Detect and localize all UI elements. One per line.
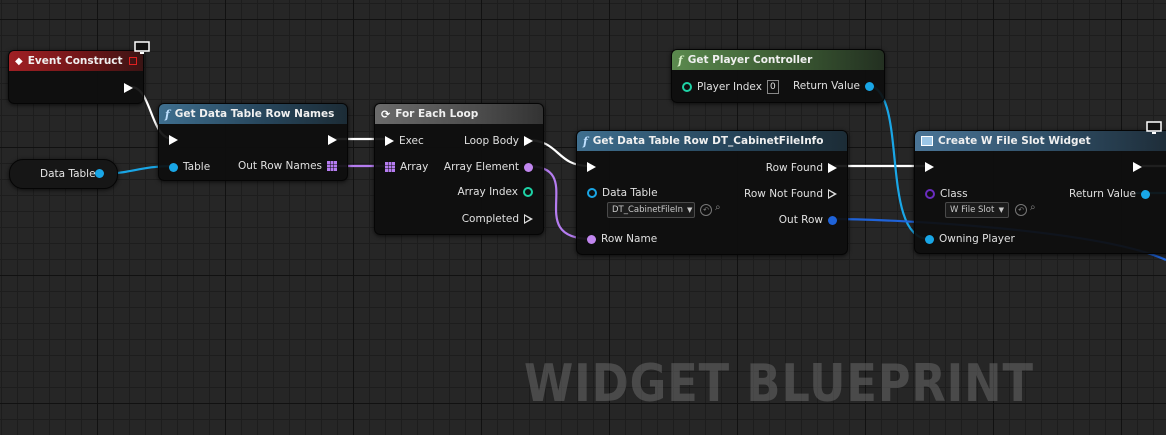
player-index-input[interactable]: 0 [766, 80, 779, 94]
completed-pin[interactable]: Completed [462, 213, 533, 225]
event-construct-header: ◆ Event Construct [9, 51, 143, 71]
loop-array-pin[interactable]: Array [385, 161, 428, 173]
browse-asset-icon[interactable]: ↶ [700, 204, 712, 216]
widget-blueprint-watermark: WIDGET BLUEPRINT [524, 354, 1034, 414]
array-icon [385, 162, 395, 172]
for-each-loop-header: ⟳ For Each Loop [375, 104, 543, 124]
array-element-pin[interactable]: Array Element [444, 161, 533, 173]
get-row-names-exec-in-pin[interactable] [169, 135, 178, 145]
player-controller-return-pin[interactable]: Return Value [793, 80, 874, 92]
event-construct-node[interactable]: ◆ Event Construct [8, 50, 144, 104]
get-row-names-header: f Get Data Table Row Names [159, 104, 347, 124]
delegate-pin-icon[interactable] [129, 57, 137, 65]
for-each-loop-title: For Each Loop [395, 108, 479, 120]
loop-icon: ⟳ [381, 107, 391, 121]
client-monitor-icon [134, 41, 150, 54]
chevron-down-icon: ▼ [686, 206, 693, 214]
get-row-exec-in-pin[interactable] [587, 162, 596, 172]
data-table-asset-dropdown[interactable]: DT_CabinetFileIn ▼ [607, 202, 695, 218]
array-index-pin[interactable]: Array Index [457, 186, 533, 198]
create-widget-title: Create W File Slot Widget [938, 135, 1091, 147]
get-data-table-row-header: f Get Data Table Row DT_CabinetFileInfo [577, 131, 847, 151]
get-player-controller-node[interactable]: f Get Player Controller Player Index 0 R… [671, 49, 885, 103]
owning-player-label: Owning Player [939, 233, 1015, 245]
chevron-down-icon: ▼ [998, 206, 1004, 214]
event-construct-exec-out-pin[interactable] [124, 83, 133, 93]
create-widget-return-pin[interactable]: Return Value [1069, 188, 1151, 200]
data-table-variable-label: Data Table [40, 168, 96, 180]
player-index-pin[interactable]: Player Index 0 [682, 80, 779, 94]
row-found-label: Row Found [765, 162, 823, 174]
data-table-asset-value: DT_CabinetFileIn [612, 205, 683, 215]
get-data-table-row-title: Get Data Table Row DT_CabinetFileInfo [592, 135, 824, 147]
table-pin-label: Table [183, 161, 211, 173]
event-diamond-icon: ◆ [15, 55, 23, 67]
return-value-label: Return Value [792, 80, 860, 92]
event-construct-title: Event Construct [27, 55, 123, 67]
function-icon: f [583, 134, 588, 148]
get-data-table-row-names-node[interactable]: f Get Data Table Row Names Table Out Row… [158, 103, 348, 181]
widget-icon [921, 136, 933, 146]
for-each-loop-node[interactable]: ⟳ For Each Loop Exec Array Loop Body Arr… [374, 103, 544, 235]
loop-body-pin[interactable]: Loop Body [464, 135, 533, 147]
data-table-variable-out-pin[interactable] [95, 169, 104, 178]
player-index-label: Player Index [697, 81, 762, 93]
row-found-pin[interactable]: Row Found [766, 162, 837, 174]
widget-class-value: W File Slot [950, 205, 995, 215]
function-icon: f [165, 107, 170, 121]
class-pin-label: Class [940, 188, 968, 200]
create-widget-exec-out-pin[interactable] [1133, 162, 1142, 172]
array-index-label: Array Index [457, 186, 518, 198]
row-not-found-label: Row Not Found [744, 188, 823, 200]
search-icon[interactable]: ⌕ [1030, 202, 1036, 213]
exec-pin-label: Exec [399, 135, 424, 147]
widget-class-dropdown[interactable]: W File Slot ▼ [945, 202, 1009, 218]
create-widget-exec-in-pin[interactable] [925, 162, 934, 172]
create-widget-header: Create W File Slot Widget [915, 131, 1166, 151]
row-name-pin[interactable]: Row Name [587, 233, 657, 245]
completed-label: Completed [461, 213, 519, 225]
class-pin[interactable]: Class [925, 188, 968, 200]
client-monitor-icon [1146, 121, 1162, 134]
function-icon: f [678, 53, 683, 67]
owning-player-pin[interactable]: Owning Player [925, 233, 1015, 245]
create-widget-return-label: Return Value [1069, 188, 1137, 200]
row-not-found-pin[interactable]: Row Not Found [744, 188, 837, 200]
create-widget-node[interactable]: Create W File Slot Widget Class W File S… [914, 130, 1166, 254]
out-row-names-label: Out Row Names [238, 160, 322, 172]
data-table-pin-label: Data Table [602, 187, 658, 199]
get-data-table-row-node[interactable]: f Get Data Table Row DT_CabinetFileInfo … [576, 130, 848, 255]
loop-body-label: Loop Body [463, 135, 519, 147]
row-name-label: Row Name [601, 233, 658, 245]
get-row-names-title: Get Data Table Row Names [174, 108, 335, 120]
element-wire [526, 164, 593, 241]
table-input-pin[interactable]: Table [169, 161, 210, 173]
data-table-input-pin[interactable]: Data Table [587, 187, 658, 199]
loop-exec-in-pin[interactable]: Exec [385, 135, 424, 147]
data-table-variable-node[interactable]: Data Table [9, 159, 118, 189]
browse-class-icon[interactable]: ↶ [1015, 204, 1027, 216]
out-row-names-pin[interactable]: Out Row Names [238, 160, 337, 172]
out-row-label: Out Row [778, 214, 823, 226]
array-pin-label: Array [400, 161, 429, 173]
array-icon [327, 161, 337, 171]
get-player-controller-title: Get Player Controller [687, 54, 813, 66]
get-player-controller-header: f Get Player Controller [672, 50, 884, 70]
search-icon[interactable]: ⌕ [715, 202, 721, 213]
out-row-pin[interactable]: Out Row [779, 214, 837, 226]
get-row-names-exec-out-pin[interactable] [328, 135, 337, 145]
array-element-label: Array Element [443, 161, 519, 173]
